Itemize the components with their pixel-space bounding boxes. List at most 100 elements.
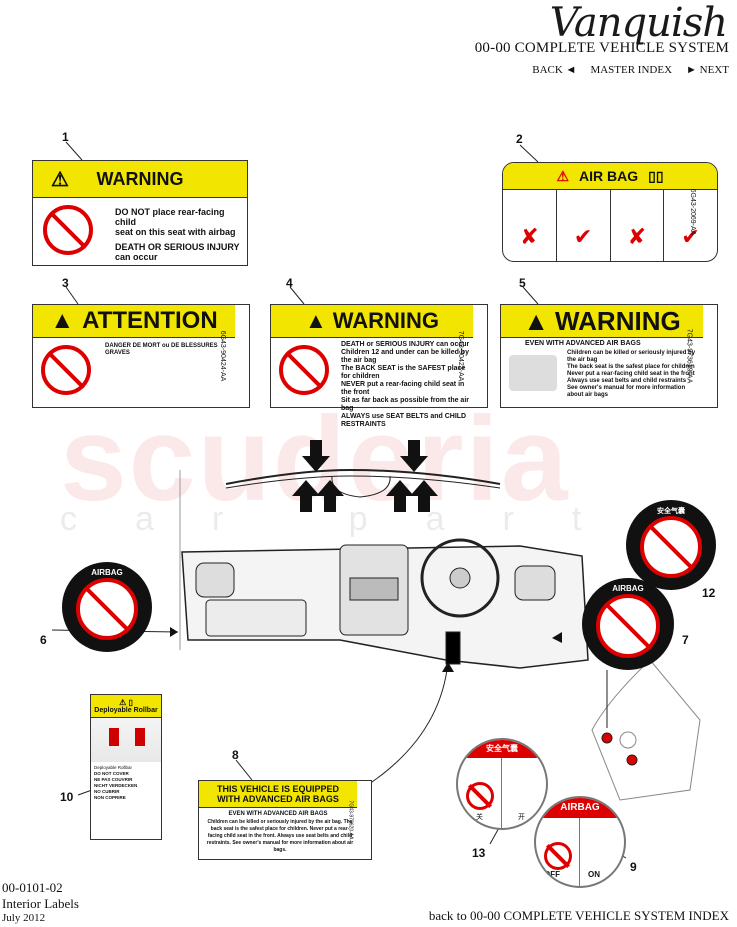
label-10-rollbar: ⚠ ▯ Deployable Rollbar Deployable Rollba… xyxy=(90,694,162,840)
no-child-seat-icon xyxy=(466,782,494,810)
label-1-title: WARNING xyxy=(96,168,184,189)
label-1-header: ⚠ WARNING xyxy=(33,161,247,198)
callout-12: 12 xyxy=(702,586,716,600)
label-2-airbag: ⚠ AIR BAG ▯▯ ✘ ✔ ✘ ✔ 6G43-2069-AA xyxy=(502,162,718,262)
label-4-code: 7G43-90423-AA xyxy=(457,330,465,382)
label-3-title: ATTENTION xyxy=(82,307,218,334)
no-child-seat-icon xyxy=(596,594,660,658)
label-10-title: Deployable Rollbar xyxy=(94,707,158,714)
label-4-b1: Children 12 and under can be killed by t… xyxy=(341,349,469,364)
no-child-seat-icon xyxy=(544,842,572,870)
label-10-t5: NO CUBRIR xyxy=(94,789,120,794)
label-8-title2: WITH ADVANCED AIR BAGS xyxy=(217,794,339,804)
label-4-head: DEATH or SERIOUS INJURY can occur xyxy=(341,341,470,348)
label-10-header: ⚠ ▯ Deployable Rollbar xyxy=(91,695,161,718)
callout-9: 9 xyxy=(630,860,637,874)
label-5-warning: ▲ WARNING EVEN WITH ADVANCED AIR BAGS Ch… xyxy=(500,304,718,408)
child-seat-illustration xyxy=(509,355,557,391)
label-2-panels: ✘ ✔ ✘ ✔ xyxy=(503,190,717,261)
label-13-off: 关 xyxy=(476,813,483,821)
label-8-title1: THIS VEHICLE IS EQUIPPED xyxy=(216,784,340,794)
label-7-ring-text: AIRBAG xyxy=(612,584,644,593)
system-title: 00-00 COMPLETE VEHICLE SYSTEM xyxy=(474,40,729,56)
master-index-link[interactable]: MASTER INDEX xyxy=(590,64,673,76)
label-5-code: 7G43-973619-AA xyxy=(685,328,693,384)
callout-7: 7 xyxy=(682,633,689,647)
label-2-code: 6G43-2069-AA xyxy=(689,188,697,236)
callout-3: 3 xyxy=(62,276,69,290)
callout-8: 8 xyxy=(232,748,239,762)
label-8-advanced-airbags: THIS VEHICLE IS EQUIPPED WITH ADVANCED A… xyxy=(198,780,372,860)
label-1-line2: seat on this seat with airbag xyxy=(115,227,236,237)
check-icon: ✔ xyxy=(681,224,700,249)
label-1-line1: DO NOT place rear-facing child xyxy=(115,207,225,227)
diagram-name: Interior Labels xyxy=(2,896,79,911)
warning-triangle-icon: ▲ xyxy=(523,305,550,336)
label-5-body: Children can be killed or seriously inju… xyxy=(567,350,701,399)
no-child-seat-icon xyxy=(43,205,93,255)
warning-triangle-icon: ⚠ ▯ xyxy=(119,698,133,707)
label-9-ring-text: AIRBAG xyxy=(536,798,624,818)
label-9-on: ON xyxy=(588,870,600,879)
no-child-seat-icon xyxy=(279,345,329,395)
label-12-ring-text: 安全气囊 xyxy=(657,507,685,515)
label-6-airbag-round: AIRBAG xyxy=(62,562,152,652)
label-10-t6: NON COPRIRE xyxy=(94,795,126,800)
label-5-b5: See owner's manual for more information … xyxy=(567,385,686,398)
label-3-attention: ▲ ATTENTION DANGER DE MORT ou DE BLESSUR… xyxy=(32,304,250,408)
label-5-b4: Always use seat belts and child restrain… xyxy=(567,378,687,384)
back-to-index-link[interactable]: back to 00-00 COMPLETE VEHICLE SYSTEM IN… xyxy=(428,908,729,923)
label-12-airbag-round: 安全气囊 xyxy=(626,500,716,590)
label-1-line3: DEATH OR SERIOUS INJURY xyxy=(115,242,240,252)
no-child-seat-icon xyxy=(640,516,702,578)
label-2-title: AIR BAG xyxy=(579,168,639,184)
label-10-t3: NE PAS COUVRIR xyxy=(94,777,133,782)
label-5-b3: Never put a rear-facing child seat in th… xyxy=(567,371,695,377)
label-10-t2: DO NOT COVER xyxy=(94,771,129,776)
label-5-header: ▲ WARNING xyxy=(501,305,703,338)
label-5-b1: Children can be killed or seriously inju… xyxy=(567,350,696,363)
label-9-airbag-switch: AIRBAG OFF ON xyxy=(534,796,626,888)
check-icon: ✔ xyxy=(557,190,611,261)
label-3-code: 6G43-90424-AA xyxy=(219,330,227,382)
label-1-line4: can occur xyxy=(115,252,158,262)
label-8-body: Children can be killed or seriously inju… xyxy=(206,819,354,853)
nav-bar: BACK ◄ MASTER INDEX ► NEXT xyxy=(532,64,729,76)
label-7-airbag-round: AIRBAG xyxy=(582,578,674,670)
label-3-header: ▲ ATTENTION xyxy=(33,305,235,338)
warning-triangle-icon: ⚠ xyxy=(51,168,69,191)
warning-triangle-icon: ▲ xyxy=(50,307,75,334)
callout-1: 1 xyxy=(62,130,69,144)
no-child-seat-icon xyxy=(76,578,138,640)
label-5-head: EVEN WITH ADVANCED AIR BAGS xyxy=(525,340,641,347)
label-4-header: ▲ WARNING xyxy=(271,305,473,338)
label-3-head: DANGER DE MORT ou DE BLESSURES GRAVES xyxy=(105,343,218,356)
manual-book-icon: ▯▯ xyxy=(648,167,664,184)
label-4-b3: NEVER put a rear-facing child seat in th… xyxy=(341,381,465,396)
back-link[interactable]: BACK ◄ xyxy=(532,64,577,76)
brand-logo: Vanquish xyxy=(549,0,728,46)
rollbar-illustration xyxy=(91,718,161,762)
watermark-sub: car parts xyxy=(60,500,715,538)
next-link[interactable]: ► NEXT xyxy=(686,64,729,76)
label-4-b2: The BACK SEAT is the SAFEST place for ch… xyxy=(341,365,466,380)
label-6-ring-text: AIRBAG xyxy=(91,568,123,577)
label-5-title: WARNING xyxy=(555,305,681,336)
callout-13: 13 xyxy=(472,846,486,860)
label-10-t4: NICHT VERDECKEN xyxy=(94,783,138,788)
callout-6: 6 xyxy=(40,633,47,647)
cross-icon: ✘ xyxy=(503,190,557,261)
label-1-warning: ⚠ WARNING DO NOT place rear-facing child… xyxy=(32,160,248,266)
label-5-b2: The back seat is the safest place for ch… xyxy=(567,364,695,370)
callout-4: 4 xyxy=(286,276,293,290)
label-4-warning: ▲ WARNING DEATH or SERIOUS INJURY can oc… xyxy=(270,304,488,428)
label-8-code: 7G43-973620-AA xyxy=(347,800,354,840)
callout-5: 5 xyxy=(519,276,526,290)
label-13-ring-text: 安全气囊 xyxy=(458,740,546,758)
callout-2: 2 xyxy=(516,132,523,146)
label-1-body: DO NOT place rear-facing child seat on t… xyxy=(115,207,245,262)
diagram-date: July 2012 xyxy=(2,912,46,924)
label-4-b5: ALWAYS use SEAT BELTS and CHILD RESTRAIN… xyxy=(341,413,467,428)
warning-triangle-icon: ⚠ xyxy=(556,167,569,184)
no-child-seat-icon xyxy=(41,345,91,395)
